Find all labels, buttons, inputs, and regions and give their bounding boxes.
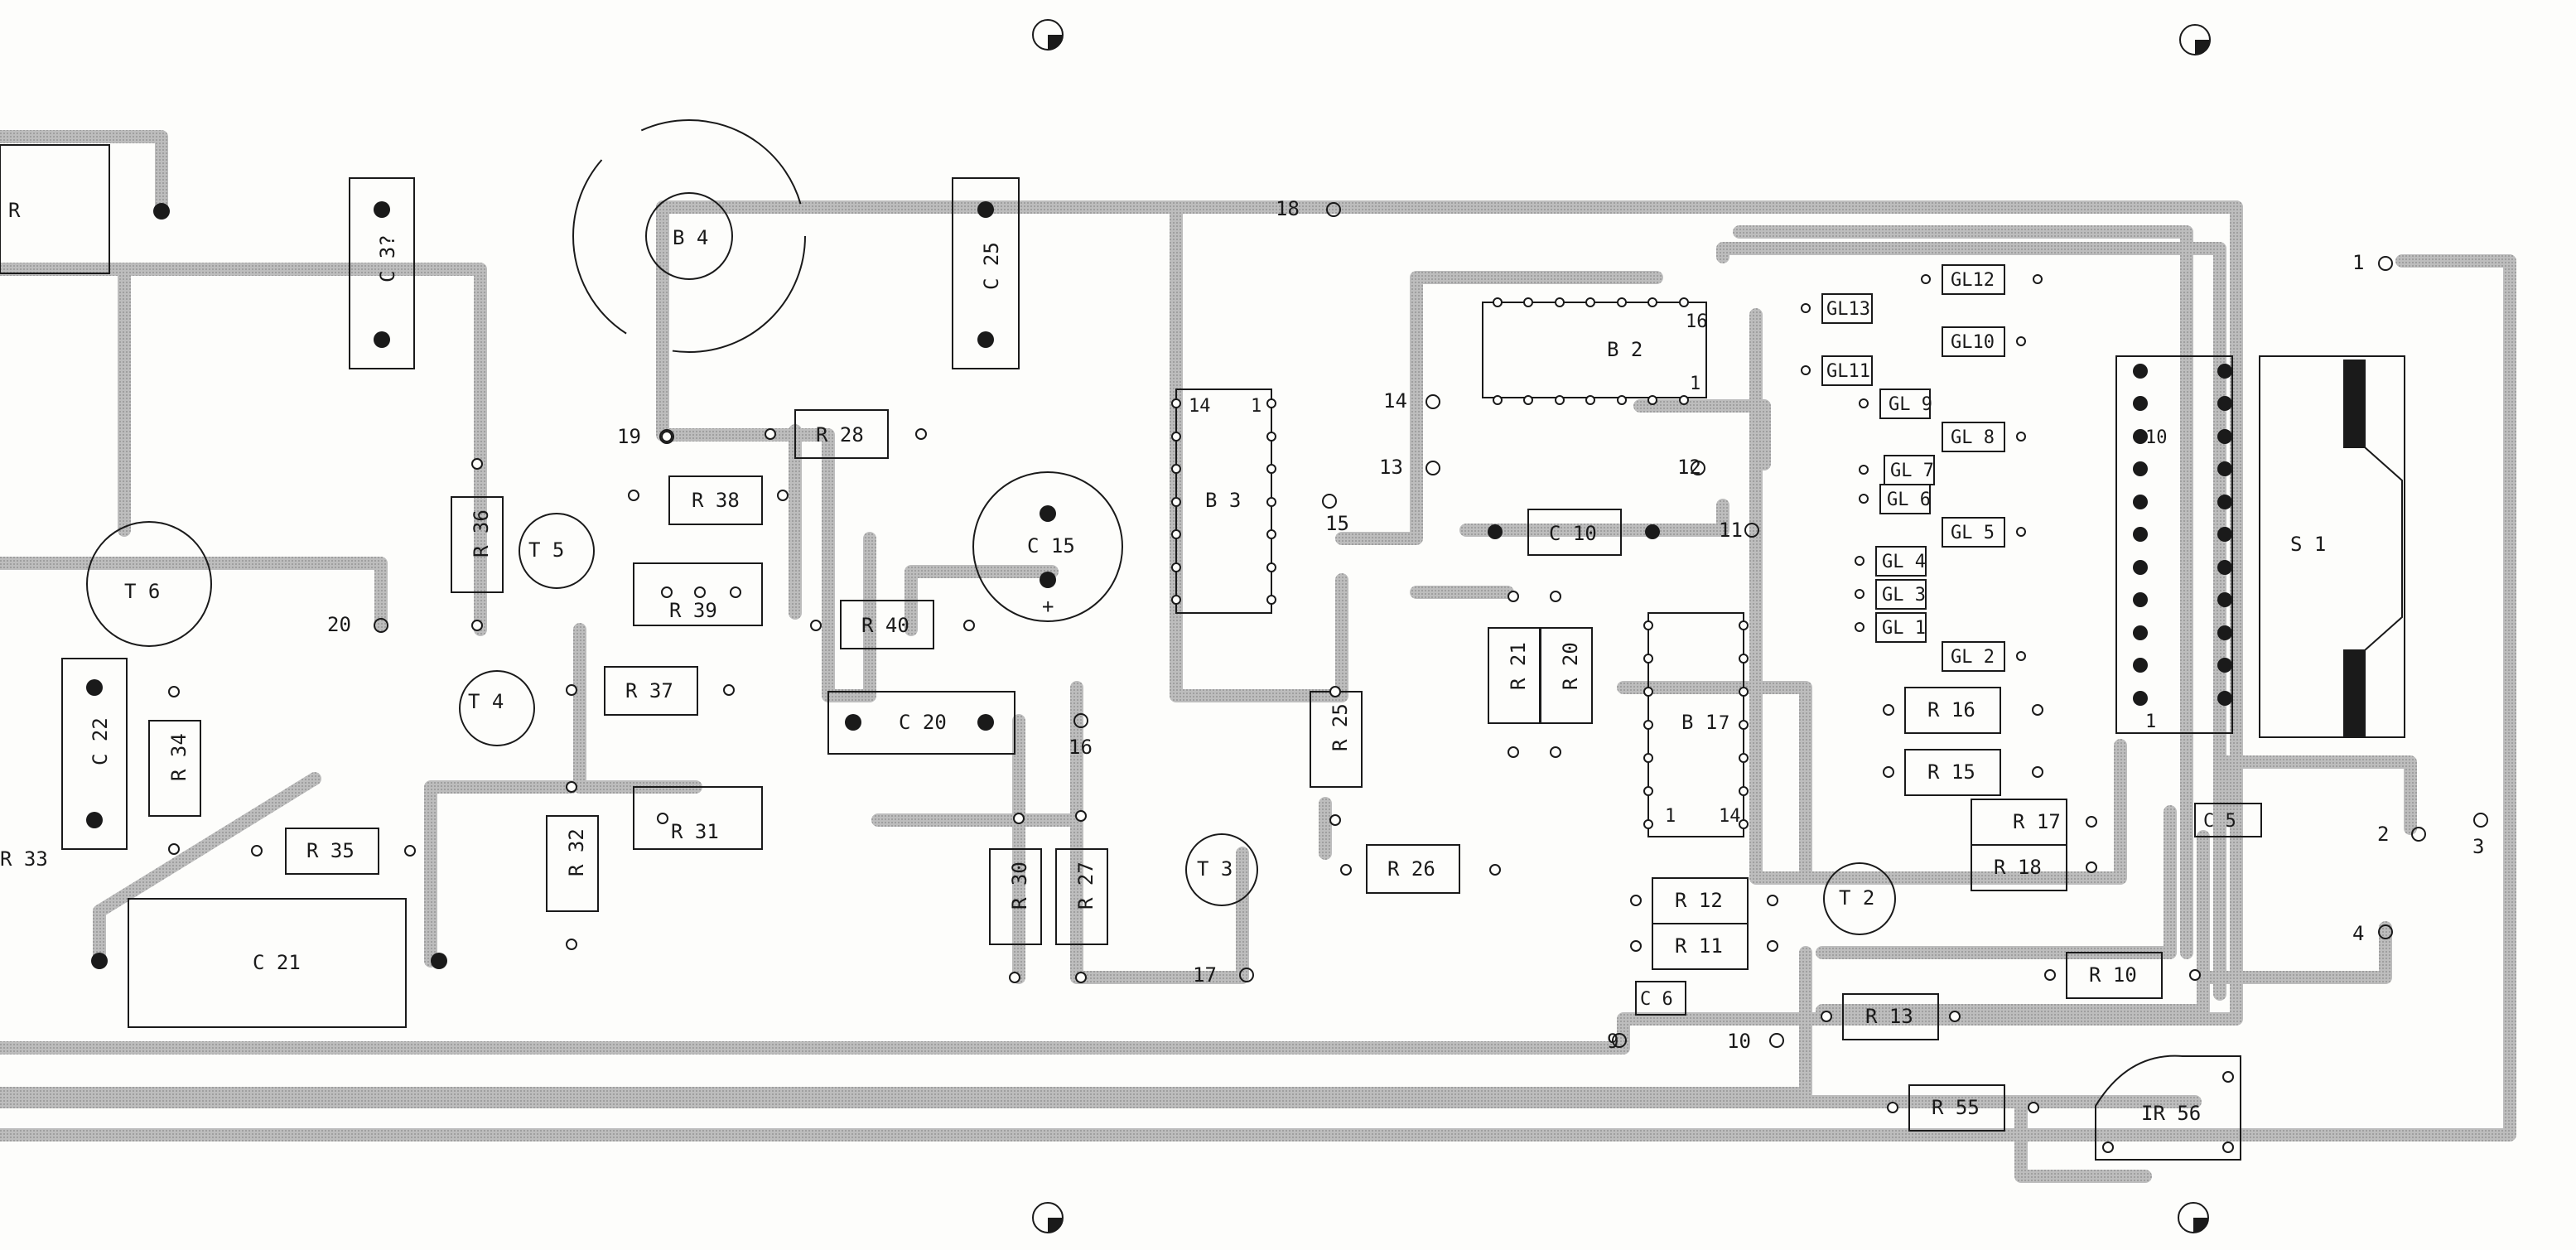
terminal-2: 2 <box>2377 823 2389 846</box>
label-b3-pin1: 1 <box>1251 396 1261 417</box>
label-r32: R 32 <box>565 828 588 876</box>
label-c-left-vertical: C 3? <box>376 234 399 282</box>
label-r12: R 12 <box>1675 889 1723 912</box>
terminal-14: 14 <box>1383 389 1407 413</box>
registration-fills <box>1048 35 2210 1233</box>
label-b1-pin1: 1 <box>1665 806 1676 827</box>
terminal-15: 15 <box>1325 512 1349 535</box>
terminal-11: 11 <box>1719 519 1743 542</box>
label-r30: R 30 <box>1008 861 1031 910</box>
label-gl2: GL 2 <box>1951 647 1995 668</box>
pads <box>86 201 2232 969</box>
label-r17: R 17 <box>2013 810 2061 833</box>
label-t4: T 4 <box>468 690 504 713</box>
label-gl11: GL11 <box>1826 361 1870 382</box>
label-c10: C 10 <box>1549 522 1597 545</box>
small-pads <box>168 274 2234 1153</box>
label-b3-pin14: 14 <box>1189 396 1211 417</box>
label-r21: R 21 <box>1507 642 1530 690</box>
label-r31: R 31 <box>671 820 719 843</box>
label-gl10: GL10 <box>1951 332 1995 353</box>
label-gl5: GL 5 <box>1951 523 1995 543</box>
label-gl9: GL 9 <box>1889 394 1932 415</box>
label-ir56: IR 56 <box>2141 1102 2201 1125</box>
label-r27: R 27 <box>1074 861 1097 910</box>
label-c22: C 22 <box>89 717 112 765</box>
label-s1: S 1 <box>2290 533 2326 556</box>
terminal-3: 3 <box>2472 835 2484 858</box>
terminal-16: 16 <box>1069 736 1093 759</box>
label-plus: + <box>1042 595 1054 618</box>
terminal-markers <box>374 202 2488 1048</box>
label-t6: T 6 <box>124 580 160 603</box>
label-r10: R 10 <box>2089 963 2137 987</box>
label-r28: R 28 <box>816 423 864 446</box>
label-r55: R 55 <box>1932 1096 1980 1119</box>
label-gl13: GL13 <box>1826 299 1870 320</box>
label-r11: R 11 <box>1675 934 1723 958</box>
terminal-4: 4 <box>2352 922 2364 945</box>
terminal-1: 1 <box>2352 251 2364 274</box>
label-c25: C 25 <box>980 242 1003 290</box>
label-gl12: GL12 <box>1951 270 1995 291</box>
label-r-left-edge: R 33 <box>0 847 48 871</box>
label-r16: R 16 <box>1927 698 1975 722</box>
label-b1-pin14: 14 <box>1719 806 1741 827</box>
label-conn-1: 1 <box>2145 712 2156 732</box>
label-b1-pin7: 7 <box>1719 713 1729 734</box>
label-r20: R 20 <box>1559 642 1582 690</box>
label-t3: T 3 <box>1197 857 1233 881</box>
label-gl1: GL 1 <box>1882 618 1926 639</box>
label-r18: R 18 <box>1994 856 2042 879</box>
terminal-10: 10 <box>1727 1030 1751 1053</box>
label-r-top-left: R <box>8 199 21 222</box>
label-c6: C 6 <box>1640 989 1673 1010</box>
label-r39: R 39 <box>669 599 717 622</box>
label-r37: R 37 <box>625 679 673 702</box>
label-r15: R 15 <box>1927 760 1975 784</box>
terminal-12: 12 <box>1677 456 1701 479</box>
label-b3: B 3 <box>1205 489 1241 512</box>
copper-traces <box>0 130 2516 1183</box>
label-c5: C 5 <box>2203 811 2236 832</box>
label-gl8: GL 8 <box>1951 427 1995 448</box>
label-c20: C 20 <box>899 711 947 734</box>
label-c15: C 15 <box>1027 534 1075 557</box>
label-r38: R 38 <box>692 489 740 512</box>
terminal-13: 13 <box>1379 456 1403 479</box>
label-r13: R 13 <box>1865 1005 1913 1028</box>
label-gl4: GL 4 <box>1882 552 1926 572</box>
label-t5: T 5 <box>528 538 564 562</box>
label-b2-pin1: 1 <box>1690 374 1700 394</box>
label-r34: R 34 <box>167 733 191 781</box>
label-r35: R 35 <box>306 839 355 862</box>
label-gl6: GL 6 <box>1887 490 1931 510</box>
label-b2-pin16: 16 <box>1686 311 1708 332</box>
terminal-18: 18 <box>1276 197 1300 220</box>
label-r40: R 40 <box>861 614 909 637</box>
label-r25: R 25 <box>1329 703 1352 751</box>
terminal-9: 9 <box>1607 1030 1618 1053</box>
terminal-17: 17 <box>1193 963 1217 987</box>
label-conn-10: 10 <box>2145 427 2168 448</box>
label-b2: B 2 <box>1607 338 1643 361</box>
label-t2: T 2 <box>1839 886 1874 910</box>
terminal-19: 19 <box>617 425 641 448</box>
label-b4: B 4 <box>673 226 708 249</box>
label-gl7: GL 7 <box>1890 461 1934 481</box>
label-b1: B 1 <box>1681 711 1717 734</box>
terminal-20: 20 <box>327 613 351 636</box>
label-gl3: GL 3 <box>1882 585 1926 606</box>
label-r36: R 36 <box>470 509 493 557</box>
label-c21: C 21 <box>253 951 301 974</box>
component-labels: R C 3? B 4 C 25 R 28 R 38 R 39 R 40 R 36… <box>0 199 2326 1125</box>
label-r26: R 26 <box>1387 857 1435 881</box>
terminal-labels: 1 2 3 4 9 10 11 12 13 14 15 16 17 18 19 … <box>327 197 2484 1053</box>
